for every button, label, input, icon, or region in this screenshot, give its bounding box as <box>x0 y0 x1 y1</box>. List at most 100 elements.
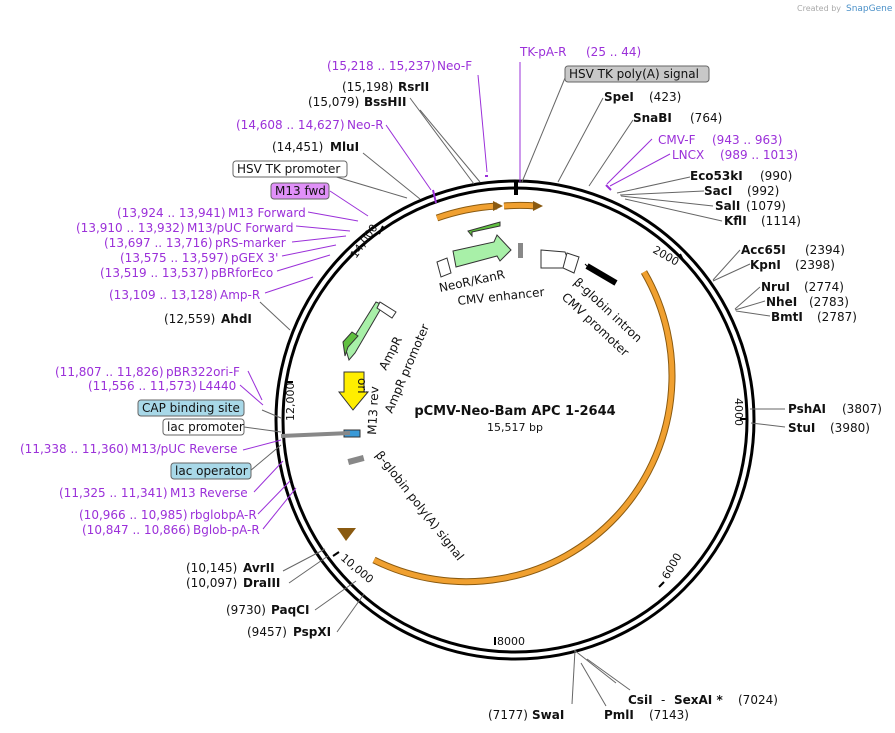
primer-neoF-name: Neo-F <box>437 59 472 73</box>
primer-m13reverse-name: M13 Reverse <box>170 486 248 500</box>
site-pmlI-name: PmlI <box>604 708 634 722</box>
site-nruI-pos: (2774) <box>804 280 844 294</box>
site-csiI-sep: - <box>661 693 665 707</box>
neoR-arrow <box>452 234 512 268</box>
site-mluI-pos: (14,451) <box>272 140 323 154</box>
tick-label-6000: 6000 <box>659 551 684 582</box>
tick-label-8000: 8000 <box>497 635 525 648</box>
site-nheI-pos: (2783) <box>809 295 849 309</box>
primer-cmvF-name: CMV-F <box>658 133 696 147</box>
site-stuI-pos: (3980) <box>830 421 870 435</box>
site-ahdI-name: AhdI <box>221 312 252 326</box>
site-rsrII-name: RsrII <box>398 80 429 94</box>
cap-binding-site-label: CAP binding site <box>142 401 240 415</box>
ampR-small-arrow <box>342 331 359 357</box>
tick-2000 <box>679 253 685 263</box>
hsv-tk-promoter-box <box>232 160 348 178</box>
site-rsrII-pos: (15,198) <box>342 80 393 94</box>
credit-text: Created by <box>797 4 841 13</box>
site-sacI-name: SacI <box>704 184 732 198</box>
site-paqCI-pos: (9730) <box>226 603 266 617</box>
m13-fwd-label: M13 fwd <box>275 184 326 198</box>
site-pspXI-name: PspXI <box>293 625 331 639</box>
primer-ampR-name: Amp-R <box>220 288 260 302</box>
primer-rbglobpa-range: (10,966 .. 10,985) <box>79 508 188 522</box>
site-bmtI-name: BmtI <box>771 310 803 324</box>
site-bsshII-name: BssHII <box>364 95 406 109</box>
site-pshAI-pos: (3807) <box>842 402 882 416</box>
primer-ampR-range: (13,109 .. 13,128) <box>109 288 218 302</box>
site-draIII-pos: (10,097) <box>186 576 237 590</box>
orange-arrowhead-tk1 <box>493 201 503 211</box>
site-speI-name: SpeI <box>604 90 634 104</box>
primer-neoR-range: (14,608 .. 14,627) <box>236 118 345 132</box>
site-pmlI-pos: (7143) <box>649 708 689 722</box>
primer-neoR-name: Neo-R <box>347 118 384 132</box>
site-sexAI-name: SexAI * <box>674 693 723 707</box>
site-acc65I-pos: (2394) <box>805 243 845 257</box>
site-bsshII-pos: (15,079) <box>308 95 359 109</box>
tick-label-14000: 14,000 <box>348 222 381 261</box>
lac-operator-label-box <box>170 462 252 480</box>
primer-l4440-range: (11,556 .. 11,573) <box>88 379 197 393</box>
orange-arrowhead-left <box>337 528 356 541</box>
hsv-tk-polyA-label: HSV TK poly(A) signal <box>569 67 699 81</box>
hsv-tk-promoter-label: HSV TK promoter <box>237 162 340 176</box>
cmv-promoter-arrow <box>562 252 580 274</box>
primer-lncx-name: LNCX <box>672 148 704 162</box>
site-nruI-name: NruI <box>761 280 790 294</box>
site-mluI-name: MluI <box>330 140 359 154</box>
primer-pgex3-range: (13,575 .. 13,597) <box>120 251 229 265</box>
primer-m13forward-name: M13 Forward <box>228 206 306 220</box>
tick-label-12000: 12,000 <box>284 383 297 422</box>
tick-label-4000: 4000 <box>732 398 745 426</box>
ampR-arrow <box>345 301 384 362</box>
primer-tkpaR-name: TK-pA-R <box>519 45 567 59</box>
orange-feature-arcs <box>372 201 676 586</box>
site-sacI-pos: (992) <box>747 184 779 198</box>
site-bmtI-pos: (2787) <box>817 310 857 324</box>
site-eco53kI-pos: (990) <box>760 169 792 183</box>
plasmid-length: 15,517 bp <box>487 421 543 434</box>
site-avrII-pos: (10,145) <box>186 561 237 575</box>
ori-arrow <box>337 371 370 411</box>
primer-prsmarker-name: pRS-marker <box>215 236 286 250</box>
neoR-small-arrow <box>467 221 501 238</box>
primer-pbr322-range: (11,807 .. 11,826) <box>55 365 164 379</box>
tick-label-2000: 2000 <box>651 243 682 268</box>
site-csiI-name: CsiI <box>628 693 653 707</box>
site-kpnI-pos: (2398) <box>795 258 835 272</box>
primer-pbrforeco-range: (13,519 .. 13,537) <box>100 266 209 280</box>
tick-6000 <box>658 581 665 588</box>
site-kpnI-name: KpnI <box>750 258 781 272</box>
m13-fwd-box <box>270 182 330 200</box>
ampR-promoter-arrow <box>376 301 397 319</box>
site-avrII-name: AvrII <box>243 561 275 575</box>
site-pspXI-pos: (9457) <box>247 625 287 639</box>
orange-arrowhead-tk2 <box>533 201 543 211</box>
primer-m13reverse-range: (11,325 .. 11,341) <box>59 486 168 500</box>
primer-cmvF-range: (943 .. 963) <box>712 133 782 147</box>
primer-prsmarker-range: (13,697 .. 13,716) <box>104 236 213 250</box>
site-paqCI-name: PaqCI <box>271 603 309 617</box>
tick-label-10000: 10,000 <box>338 551 376 586</box>
primer-rbglobpa-name: rbglobpA-R <box>190 508 257 522</box>
primer-pbr322-name: pBR322ori-F <box>166 365 240 379</box>
site-eco53kI-name: Eco53kI <box>690 169 743 183</box>
bglobin-polyA-marker <box>347 455 365 465</box>
site-kflI-pos: (1114) <box>761 214 801 228</box>
site-salI-pos: (1079) <box>746 199 786 213</box>
site-nheI-name: NheI <box>766 295 797 309</box>
primer-bglobpa-range: (10,847 .. 10,866) <box>82 523 191 537</box>
connector-lines <box>233 77 786 707</box>
tick-14000 <box>378 225 384 235</box>
primer-m13forward-range: (13,924 .. 13,941) <box>117 206 226 220</box>
site-speI-pos: (423) <box>649 90 681 104</box>
site-snaBI-name: SnaBI <box>633 111 672 125</box>
primer-l4440-name: L4440 <box>199 379 236 393</box>
site-snaBI-pos: (764) <box>690 111 722 125</box>
ori-label: ori <box>355 378 369 394</box>
bglobin-intron-bar <box>585 263 618 286</box>
site-stuI-name: StuI <box>788 421 815 435</box>
